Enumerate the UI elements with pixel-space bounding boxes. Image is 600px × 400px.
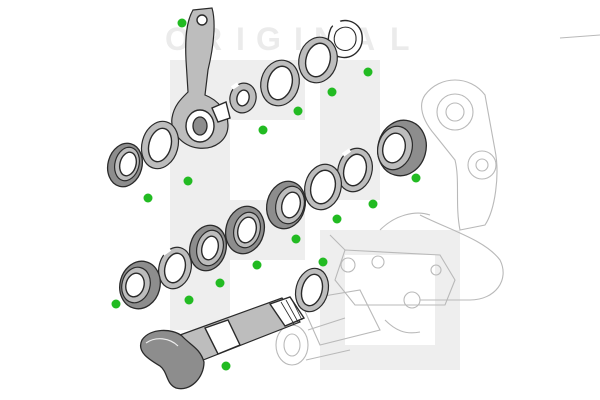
part-marker xyxy=(363,67,373,77)
watermark-letter: L xyxy=(390,21,410,57)
washer-middle-2 xyxy=(224,205,266,255)
toothed-washer-middle xyxy=(265,180,307,230)
part-marker xyxy=(177,18,187,28)
seal-upper xyxy=(106,142,144,188)
part-marker xyxy=(291,234,301,244)
part-marker xyxy=(293,106,303,116)
snap-ring-upper xyxy=(327,19,363,59)
part-marker xyxy=(183,176,193,186)
part-marker xyxy=(327,87,337,97)
part-marker xyxy=(184,295,194,305)
slack-adjuster-arm xyxy=(171,7,231,149)
snap-ring-middle xyxy=(337,147,373,193)
part-marker xyxy=(332,214,342,224)
s-cam-shaft xyxy=(139,296,306,390)
arm-hole xyxy=(196,14,208,26)
part-marker xyxy=(252,260,262,270)
washer-upper-1 xyxy=(298,36,338,84)
part-marker xyxy=(221,361,231,371)
snap-ring-lower xyxy=(158,246,192,290)
bushing-lower xyxy=(119,260,161,310)
part-marker xyxy=(411,173,421,183)
part-marker xyxy=(368,199,378,209)
watermark-letter: G xyxy=(256,21,281,57)
part-markers xyxy=(111,18,421,371)
washer-middle-3 xyxy=(188,224,228,272)
part-marker xyxy=(111,299,121,309)
washer-middle-1 xyxy=(304,163,342,211)
washer-lower xyxy=(294,267,330,313)
part-marker xyxy=(318,257,328,267)
ghost-brake-assembly xyxy=(275,34,600,366)
retaining-clip-upper xyxy=(229,82,257,114)
washer-upper-3 xyxy=(140,120,180,170)
bushing-middle xyxy=(377,119,427,177)
part-marker xyxy=(143,193,153,203)
watermark-letter: I xyxy=(294,21,303,57)
watermark-letter: I xyxy=(236,21,245,57)
part-marker xyxy=(215,278,225,288)
part-marker xyxy=(258,125,268,135)
washer-upper-2 xyxy=(260,59,300,107)
